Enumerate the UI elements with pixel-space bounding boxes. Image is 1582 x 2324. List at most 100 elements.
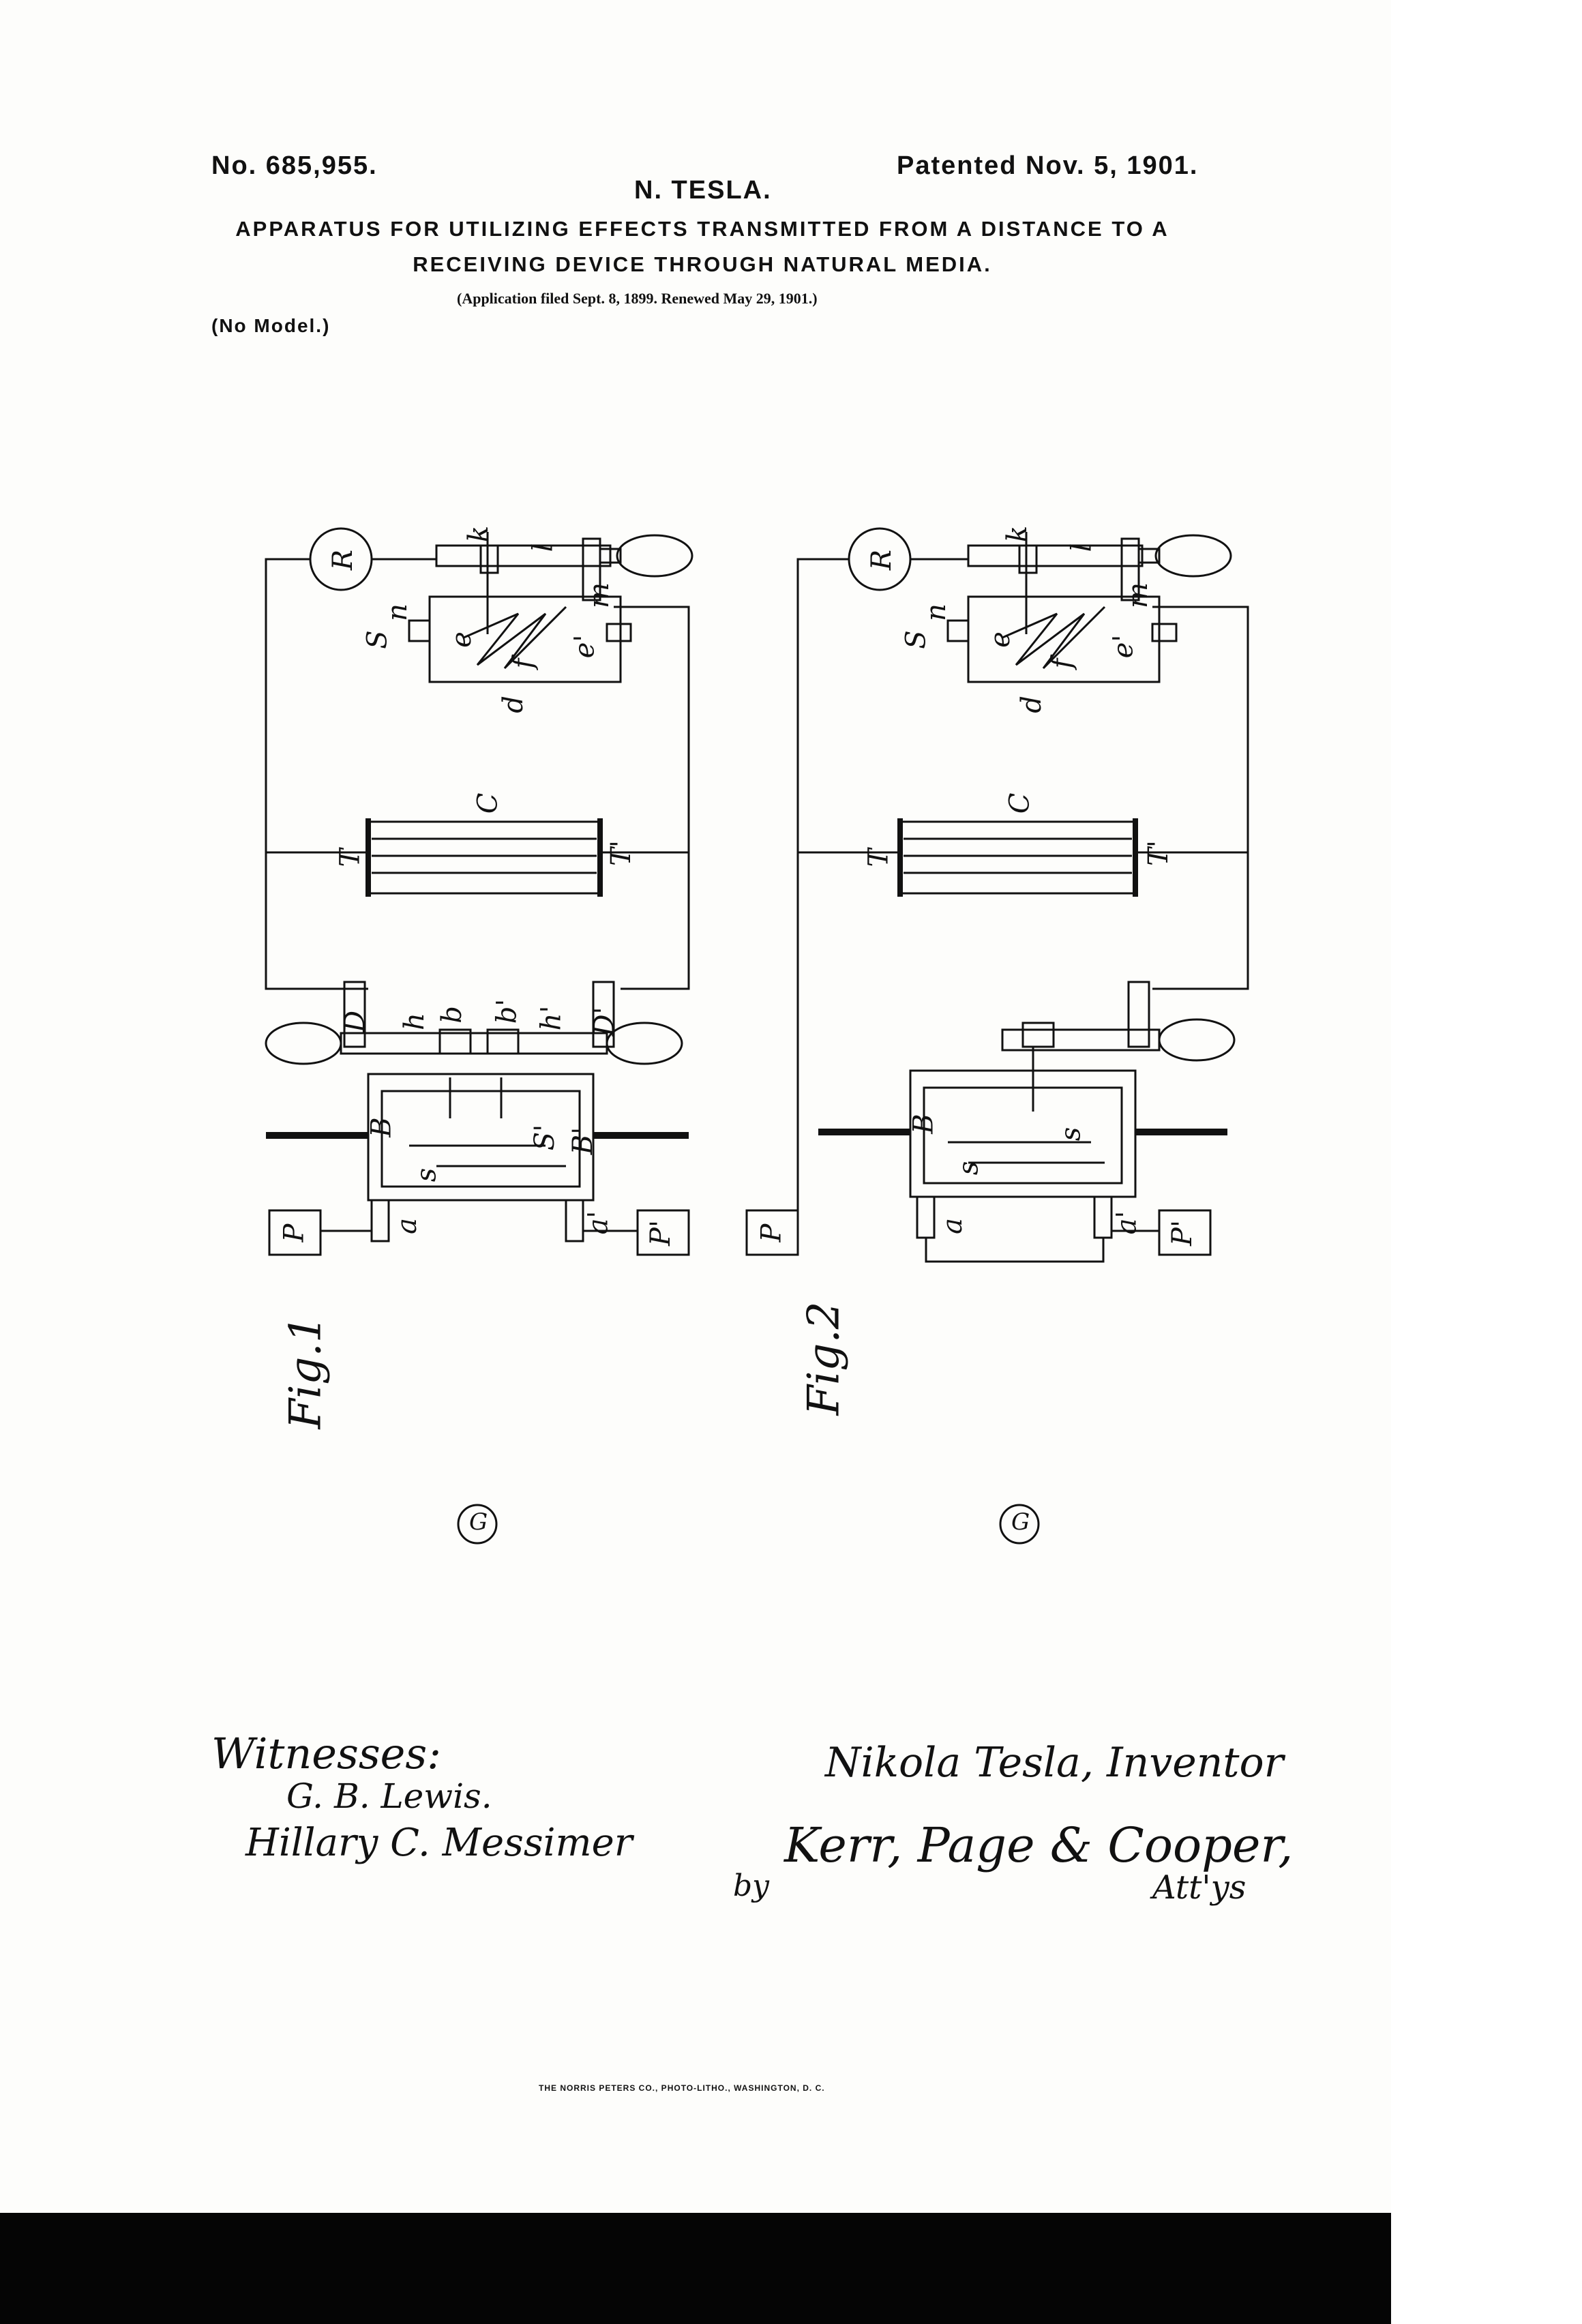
label-aprime-1: a' bbox=[582, 1210, 614, 1235]
fig1-b-prime-clamp bbox=[486, 1028, 520, 1055]
fig2-knob-right bbox=[1158, 1018, 1236, 1062]
fig1-lower-shaft bbox=[340, 1032, 608, 1055]
label-S-1: S bbox=[361, 630, 393, 649]
label-f-2: f bbox=[1046, 658, 1078, 669]
application-line: (Application filed Sept. 8, 1899. Renewe… bbox=[457, 290, 818, 307]
label-C-1: C bbox=[472, 792, 504, 814]
fig1-s-block bbox=[408, 619, 431, 642]
fig2-p-box bbox=[745, 1209, 799, 1256]
label-sprime-2: s bbox=[1055, 1127, 1087, 1142]
label-m-2: m bbox=[1122, 582, 1154, 608]
fig2-knob-top bbox=[1154, 534, 1232, 578]
fig1-d-post bbox=[343, 981, 366, 1048]
title-line-2: RECEIVING DEVICE THROUGH NATURAL MEDIA. bbox=[413, 252, 992, 276]
fig1-d-prime-post bbox=[592, 981, 615, 1048]
label-Tprime-1: T' bbox=[605, 840, 637, 866]
label-bprime-1: b' bbox=[491, 998, 523, 1024]
label-e-2: e bbox=[984, 631, 1016, 648]
fig1-k-clamp bbox=[479, 544, 499, 574]
label-D-1: D bbox=[340, 1010, 372, 1033]
fig1-m-post bbox=[582, 537, 601, 601]
fig1-e-prime-block bbox=[606, 623, 632, 642]
label-a-2: a bbox=[936, 1218, 968, 1234]
fig1-a-post bbox=[370, 1199, 390, 1242]
label-P-1: P bbox=[278, 1223, 310, 1242]
fig1-knob-left bbox=[265, 1022, 342, 1065]
label-G-2: G bbox=[1011, 1508, 1030, 1536]
label-l-1: l bbox=[527, 543, 559, 552]
witness-1: G. B. Lewis. bbox=[286, 1776, 492, 1816]
label-B-2: B bbox=[908, 1114, 940, 1134]
fig1-top-bar bbox=[435, 544, 612, 567]
fig1-p-prime-box bbox=[636, 1209, 690, 1256]
fig1-knob-top bbox=[616, 534, 693, 578]
fig2-top-bar bbox=[967, 544, 1144, 567]
label-eprime-1: e' bbox=[569, 634, 601, 659]
label-f-1: f bbox=[507, 658, 539, 669]
label-Pprime-1: P' bbox=[644, 1220, 676, 1246]
fig1-p-box bbox=[268, 1209, 322, 1256]
fig1-zigzag bbox=[463, 606, 567, 670]
label-k-2: k bbox=[1002, 525, 1034, 543]
label-h-1: h bbox=[398, 1013, 430, 1030]
fig1-ground-g bbox=[457, 1504, 498, 1545]
fig2-zigzag bbox=[1002, 606, 1106, 670]
printer-credit: THE NORRIS PETERS CO., PHOTO-LITHO., WAS… bbox=[539, 2083, 825, 2093]
witness-2: Hillary C. Messimer bbox=[245, 1821, 633, 1865]
fig1-b-clamp bbox=[438, 1028, 472, 1055]
label-Bprime-1: B' bbox=[567, 1127, 599, 1155]
attorneys-signature: Kerr, Page & Cooper, bbox=[784, 1817, 1294, 1873]
label-s-2: s bbox=[953, 1161, 985, 1176]
scan-border-bottom bbox=[0, 2213, 1391, 2324]
witnesses-label: Witnesses: bbox=[211, 1729, 442, 1778]
label-Dprime-1: D' bbox=[588, 1007, 621, 1037]
label-n-2: n bbox=[920, 604, 952, 621]
fig1-label: Fig.1 bbox=[280, 1315, 331, 1429]
inventor-signature: Nikola Tesla, Inventor bbox=[825, 1739, 1284, 1787]
label-d-1: d bbox=[497, 696, 529, 713]
label-G-1: G bbox=[469, 1508, 488, 1536]
fig1-wire-right bbox=[614, 606, 690, 990]
label-Pprime-2: P' bbox=[1166, 1220, 1198, 1246]
label-T-2: T bbox=[863, 848, 895, 867]
scan-margin-right bbox=[1391, 0, 1582, 2324]
label-B-1: B bbox=[365, 1117, 398, 1137]
fig2-label: Fig.2 bbox=[799, 1301, 850, 1416]
attys-label: Att'ys bbox=[1152, 1868, 1247, 1907]
label-eprime-2: e' bbox=[1107, 634, 1139, 659]
label-R-1: R bbox=[327, 549, 359, 571]
label-C-2: C bbox=[1004, 792, 1036, 814]
no-model: (No Model.) bbox=[211, 315, 331, 336]
label-s-1: s bbox=[411, 1167, 443, 1182]
patent-number: No. 685,955. bbox=[211, 151, 378, 180]
fig2-wire-right bbox=[1152, 606, 1249, 990]
fig1-drum-inner bbox=[380, 1090, 581, 1188]
label-b-1: b bbox=[436, 1006, 468, 1024]
fig1-diagram bbox=[265, 527, 693, 1545]
label-S-2: S bbox=[900, 630, 932, 649]
label-Sprime-1: S' bbox=[529, 1124, 561, 1151]
title-line-1: APPARATUS FOR UTILIZING EFFECTS TRANSMIT… bbox=[235, 217, 1169, 241]
fig1-wire-left bbox=[265, 558, 368, 990]
label-d-2: d bbox=[1015, 696, 1047, 713]
label-hprime-1: h' bbox=[535, 1005, 567, 1031]
label-e-1: e bbox=[445, 631, 477, 648]
label-Tprime-2: T' bbox=[1142, 840, 1174, 866]
fig2-diagram bbox=[745, 527, 1249, 1545]
fig2-ground-g bbox=[999, 1504, 1040, 1545]
fig1-a-prime-post bbox=[565, 1199, 584, 1242]
by-label: by bbox=[733, 1868, 770, 1903]
inventor-name: N. TESLA. bbox=[634, 176, 772, 205]
label-k-1: k bbox=[463, 525, 495, 543]
label-n-1: n bbox=[381, 604, 413, 621]
label-P-2: P bbox=[756, 1223, 788, 1242]
patented-date: Patented Nov. 5, 1901. bbox=[897, 151, 1199, 180]
fig2-wire-left bbox=[796, 558, 849, 1234]
fig2-drum-box bbox=[909, 1069, 1137, 1198]
label-l-2: l bbox=[1066, 543, 1098, 552]
fig1-knob-neck bbox=[599, 548, 622, 564]
fig2-p-prime-box bbox=[1158, 1209, 1212, 1256]
label-m-1: m bbox=[583, 582, 615, 608]
